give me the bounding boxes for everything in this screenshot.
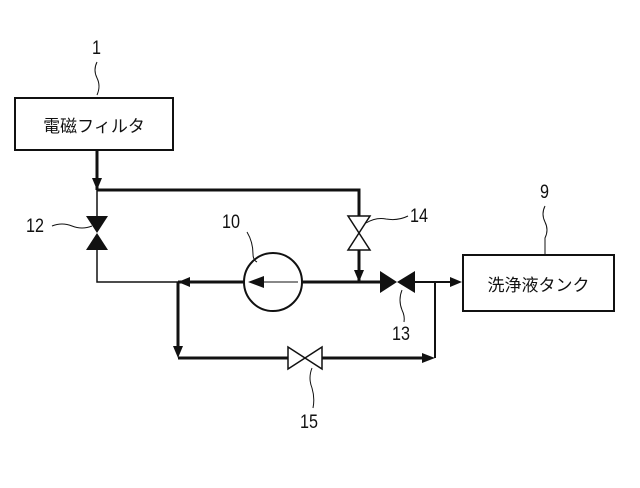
label-1: 1 [92, 38, 101, 60]
arrow-left-icon [248, 276, 264, 288]
arrow-right-icon [450, 277, 462, 287]
label-12: 12 [26, 216, 44, 238]
label-9: 9 [540, 182, 549, 204]
arrow-right-icon [422, 353, 435, 363]
leader-14 [366, 216, 408, 223]
electromagnetic-filter-box: 電磁フィルタ [14, 97, 174, 151]
label-14: 14 [410, 206, 428, 228]
valve-14-icon [348, 216, 370, 250]
label-10: 10 [222, 212, 240, 234]
cleaning-liquid-tank-box: 洗浄液タンク [462, 254, 615, 312]
valve-15-icon [288, 347, 322, 369]
arrow-left-icon [178, 277, 190, 287]
valve-13-icon [380, 271, 415, 293]
leader-9 [543, 206, 547, 254]
leader-1 [95, 62, 99, 95]
valve-12-icon [86, 216, 108, 250]
label-13: 13 [392, 324, 410, 346]
leader-15 [310, 368, 314, 408]
leader-13 [400, 290, 404, 322]
pipe-left [97, 190, 178, 282]
leader-12 [52, 224, 92, 228]
arrow-down-icon [354, 270, 364, 282]
arrow-down-icon [173, 346, 183, 358]
label-15: 15 [300, 412, 318, 434]
leader-10 [247, 232, 257, 262]
arrow-down-icon [92, 178, 102, 190]
